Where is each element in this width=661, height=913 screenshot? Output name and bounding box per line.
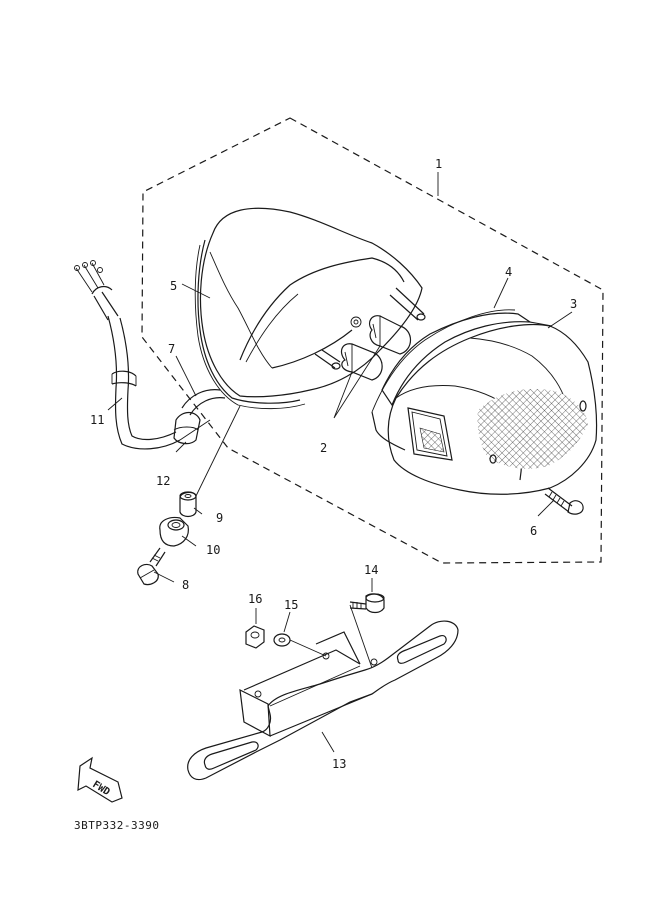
washer-15 — [273, 633, 291, 647]
leader-14 — [349, 604, 373, 669]
gasket — [371, 309, 533, 451]
leader-12 — [179, 419, 211, 441]
callout-8: 8 — [182, 578, 189, 592]
callout-4: 4 — [505, 265, 512, 279]
callout-13: 13 — [332, 757, 346, 771]
collar-9 — [179, 491, 197, 518]
callout-5: 5 — [170, 279, 177, 293]
lamp-housing — [194, 207, 426, 410]
leader-9-10 — [195, 405, 241, 497]
callout-10: 10 — [206, 543, 220, 557]
callout-11: 11 — [90, 413, 104, 427]
bulbs — [340, 315, 412, 381]
callout-9: 9 — [216, 511, 223, 525]
bolt-8 — [137, 547, 166, 586]
callout-16: 16 — [248, 592, 262, 606]
callout-6: 6 — [530, 524, 537, 538]
callout-1: 1 — [435, 157, 442, 171]
screw-14 — [349, 593, 385, 614]
callout-14: 14 — [364, 563, 378, 577]
license-bracket — [187, 620, 459, 781]
tail-lens — [387, 321, 598, 495]
screw-6 — [544, 487, 584, 515]
callout-2: 2 — [320, 441, 327, 455]
nut-16 — [245, 625, 265, 649]
callout-leaders — [107, 172, 573, 753]
callout-7: 7 — [168, 342, 175, 356]
fwd-arrow-icon: FWD — [77, 756, 123, 803]
leader-15 — [289, 639, 327, 657]
assembly-boundary — [141, 117, 604, 564]
wire-harness — [74, 260, 226, 450]
callout-15: 15 — [284, 598, 298, 612]
grommet-10 — [159, 516, 189, 547]
callout-3: 3 — [570, 297, 577, 311]
part-code: 3BTP332-3390 — [74, 819, 159, 832]
callout-12: 12 — [156, 474, 170, 488]
